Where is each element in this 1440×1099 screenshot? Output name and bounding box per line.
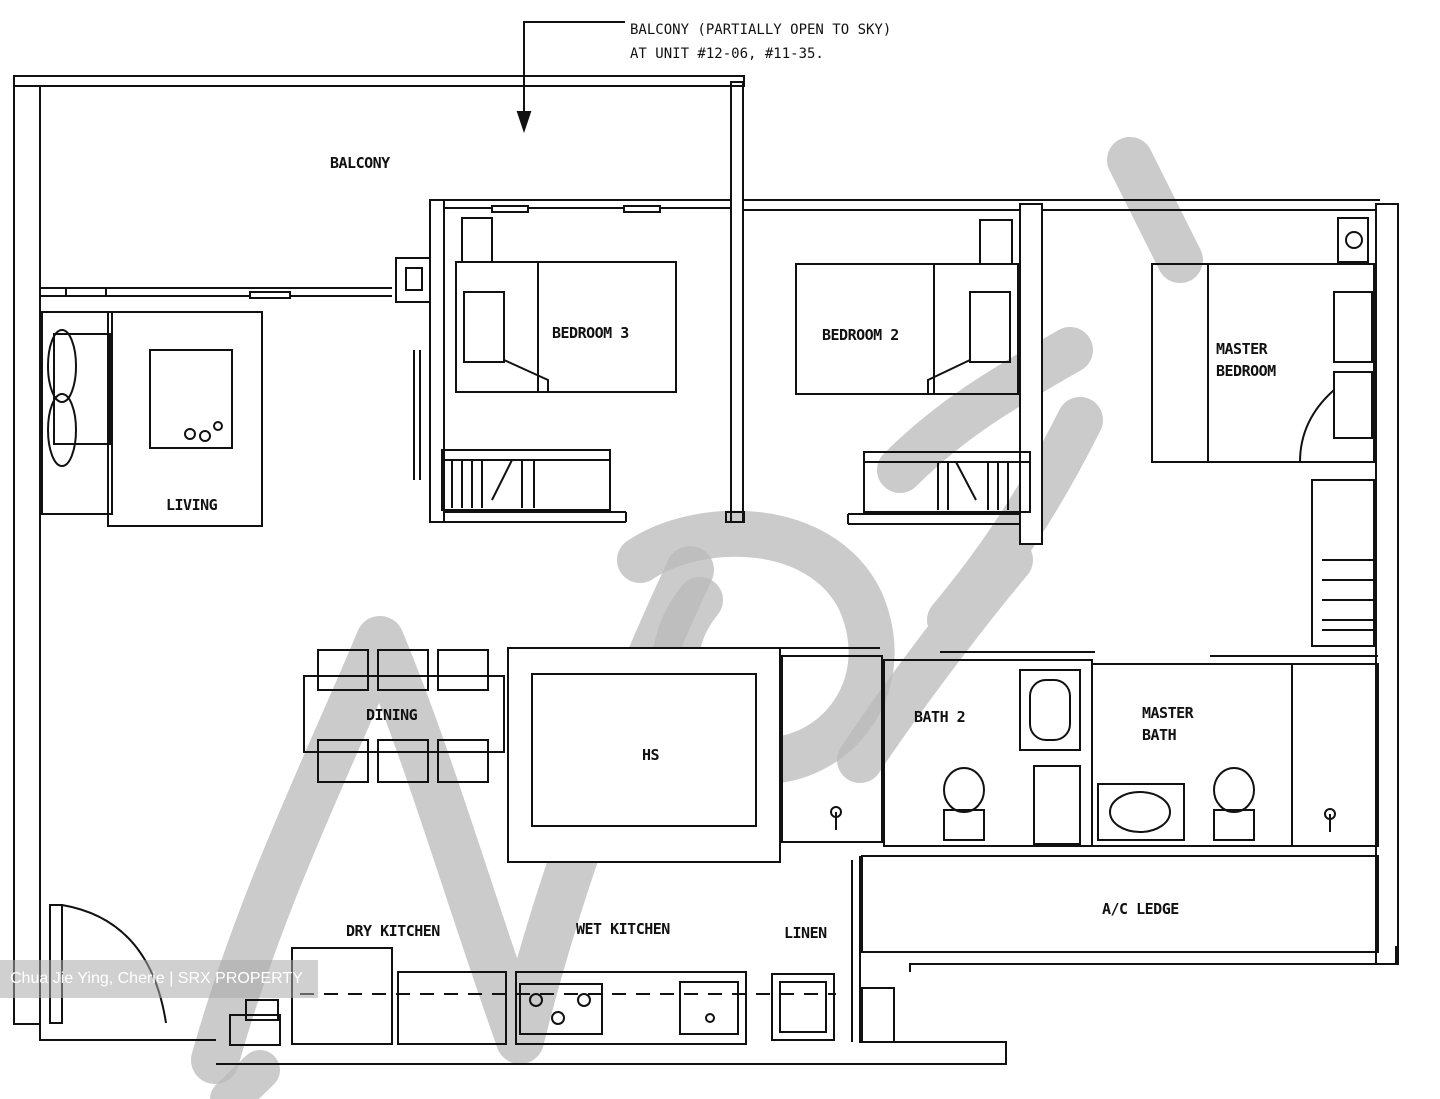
room-label-bath-2: BATH 2 xyxy=(914,708,965,726)
room-label-dining: DINING xyxy=(366,706,418,724)
room-label-dry-kitchen: DRY KITCHEN xyxy=(346,922,440,940)
room-label-balcony: BALCONY xyxy=(330,154,390,172)
room-label-hs: HS xyxy=(642,746,660,764)
room-label-wet-kitchen: WET KITCHEN xyxy=(576,920,670,938)
room-label-ac-ledge: A/C LEDGE xyxy=(1102,900,1179,918)
furniture xyxy=(41,217,1375,1045)
service-walls xyxy=(39,479,1397,1065)
room-label-master-line2: BEDROOM xyxy=(1216,362,1276,380)
walls xyxy=(13,21,1399,1025)
room-label-linen: LINEN xyxy=(784,924,827,942)
balcony-note-line1: BALCONY (PARTIALLY OPEN TO SKY) xyxy=(630,22,891,38)
balcony-note-line2: AT UNIT #12-06, #11-35. xyxy=(630,46,824,62)
room-label-master-line1: MASTER xyxy=(1216,340,1269,358)
agent-credit-banner: Chua Jie Ying, Cherie | SRX PROPERTY xyxy=(0,960,318,998)
room-label-bedroom-3: BEDROOM 3 xyxy=(552,324,629,342)
room-label-master-bath-line1: MASTER xyxy=(1142,704,1195,722)
room-label-living: LIVING xyxy=(166,496,218,514)
room-label-master-bath-line2: BATH xyxy=(1142,726,1177,744)
room-label-bedroom-2: BEDROOM 2 xyxy=(822,326,899,344)
